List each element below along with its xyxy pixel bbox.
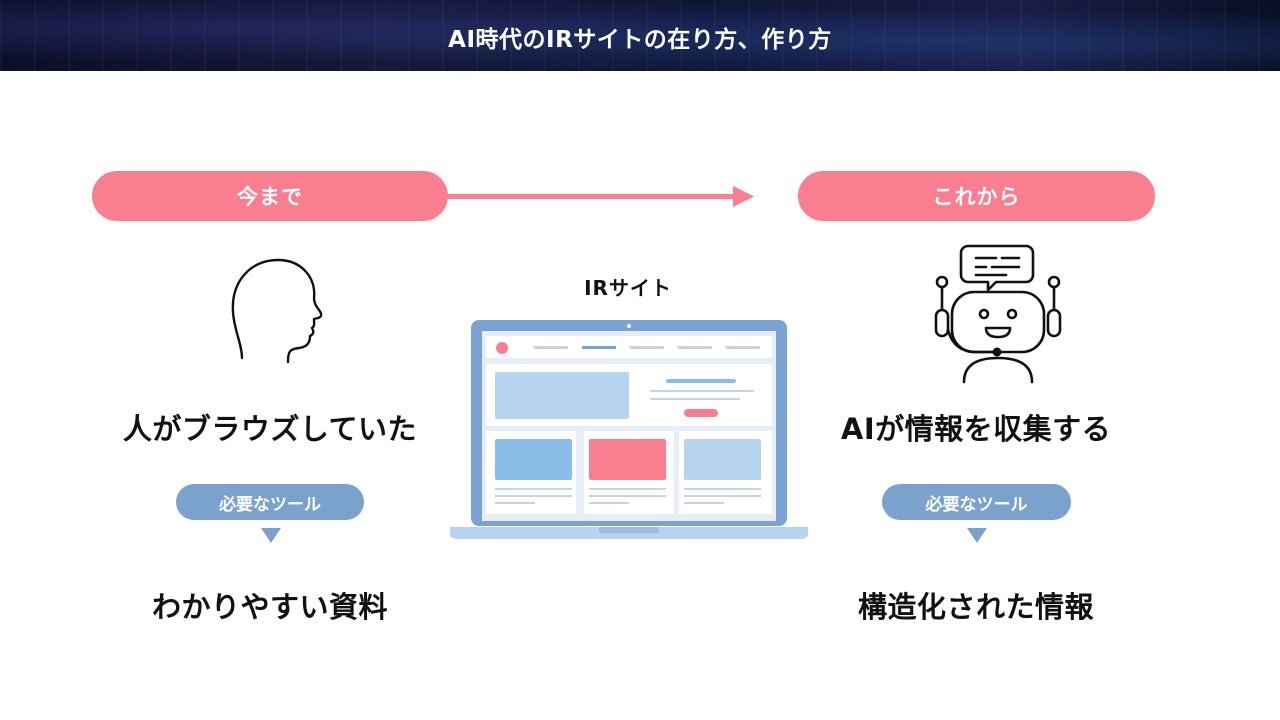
before-pill: 今まで (92, 171, 448, 221)
right-tool-pill: 必要なツール (882, 484, 1071, 520)
right-result-text: 構造化された情報 (857, 590, 1094, 624)
left-tool-pill: 必要なツール (176, 484, 364, 520)
human-head-icon (231, 258, 323, 364)
triangle-down-icon (967, 528, 987, 543)
triangle-down-icon (261, 528, 281, 543)
human-browsing-text: 人がブラウズしていた (122, 412, 418, 446)
arrow-right-icon (446, 186, 754, 207)
ir-site-label: IRサイト (584, 276, 672, 300)
header-banner: AI時代のIRサイトの在り方、作り方 (0, 0, 1280, 71)
left-result-text: わかりやすい資料 (151, 590, 388, 624)
after-pill: これから (798, 171, 1155, 221)
robot-chat-icon (934, 244, 1062, 384)
page-title: AI時代のIRサイトの在り方、作り方 (448, 27, 832, 53)
laptop-icon (450, 320, 808, 539)
ai-collecting-text: AIが情報を収集する (840, 412, 1112, 446)
